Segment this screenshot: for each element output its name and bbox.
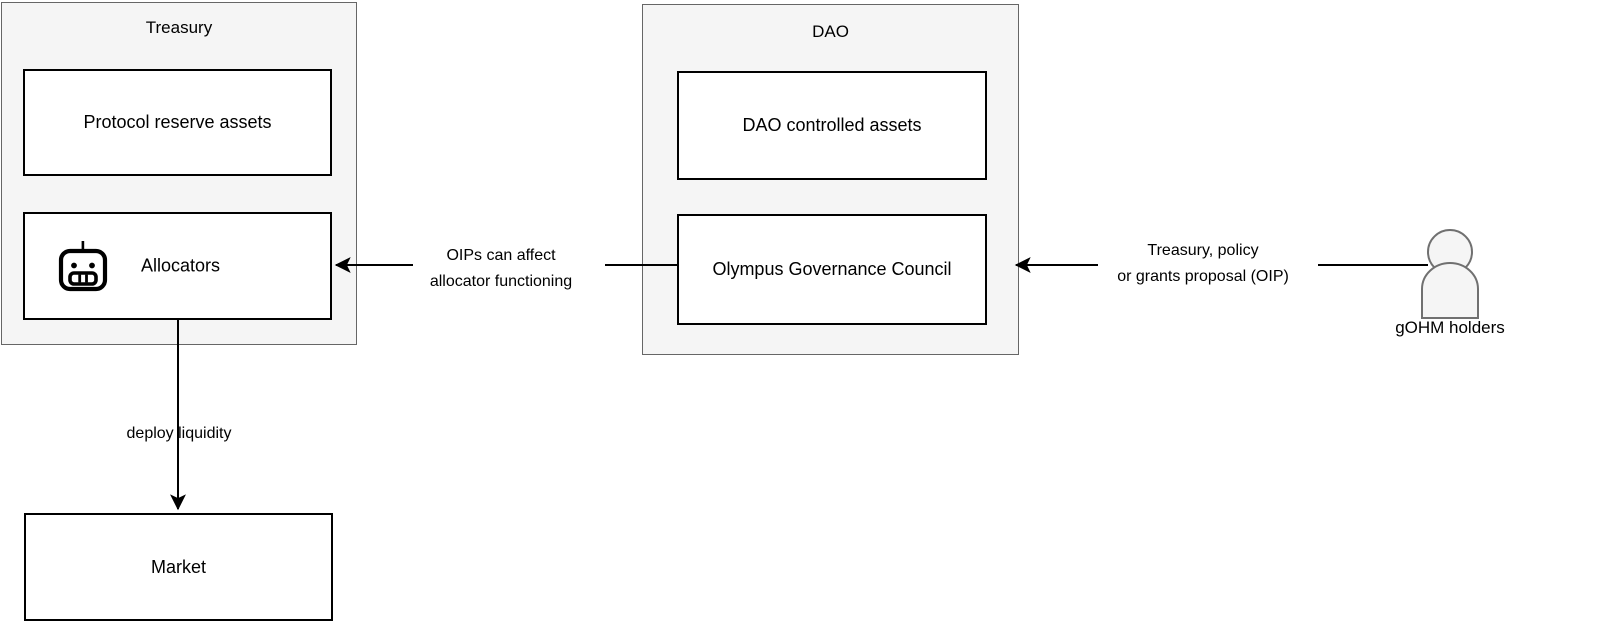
edge-label-line-1: Treasury, policy: [1098, 238, 1308, 264]
node-allocators[interactable]: Allocators: [23, 212, 332, 320]
group-treasury-title: Treasury: [145, 18, 213, 37]
node-olympus-governance-council[interactable]: Olympus Governance Council: [677, 214, 987, 325]
edge-label-line-2: allocator functioning: [413, 269, 589, 295]
edge-label-gohm-proposal-to-council: Treasury, policy or grants proposal (OIP…: [1098, 238, 1308, 290]
group-dao-title: DAO: [812, 22, 849, 41]
actor-gohm-holders[interactable]: [1405, 224, 1495, 320]
actor-gohm-holders-label: gOHM holders: [1395, 318, 1505, 337]
edge-label-line-2: or grants proposal (OIP): [1098, 264, 1308, 290]
node-market-label: Market: [150, 556, 206, 577]
robot-icon: [57, 240, 109, 292]
node-market[interactable]: Market: [24, 513, 333, 621]
node-protocol-reserve-assets-label: Protocol reserve assets: [83, 112, 272, 132]
node-dao-controlled-assets-label: DAO controlled assets: [742, 115, 922, 135]
node-allocators-label: Allocators: [140, 255, 221, 276]
node-allocators-content: Allocators: [25, 214, 330, 318]
edge-label-line-1: OIPs can affect: [413, 243, 589, 269]
edge-label-line-1: deploy liquidity: [126, 425, 232, 442]
node-protocol-reserve-assets[interactable]: Protocol reserve assets: [23, 69, 332, 176]
node-dao-controlled-assets[interactable]: DAO controlled assets: [677, 71, 987, 180]
node-olympus-governance-council-label: Olympus Governance Council: [712, 259, 952, 279]
edge-label-allocators-deploy-to-market: deploy liquidity: [113, 421, 245, 447]
edge-label-oip-affects-allocators: OIPs can affect allocator functioning: [413, 243, 589, 295]
person-icon: [1421, 229, 1479, 319]
